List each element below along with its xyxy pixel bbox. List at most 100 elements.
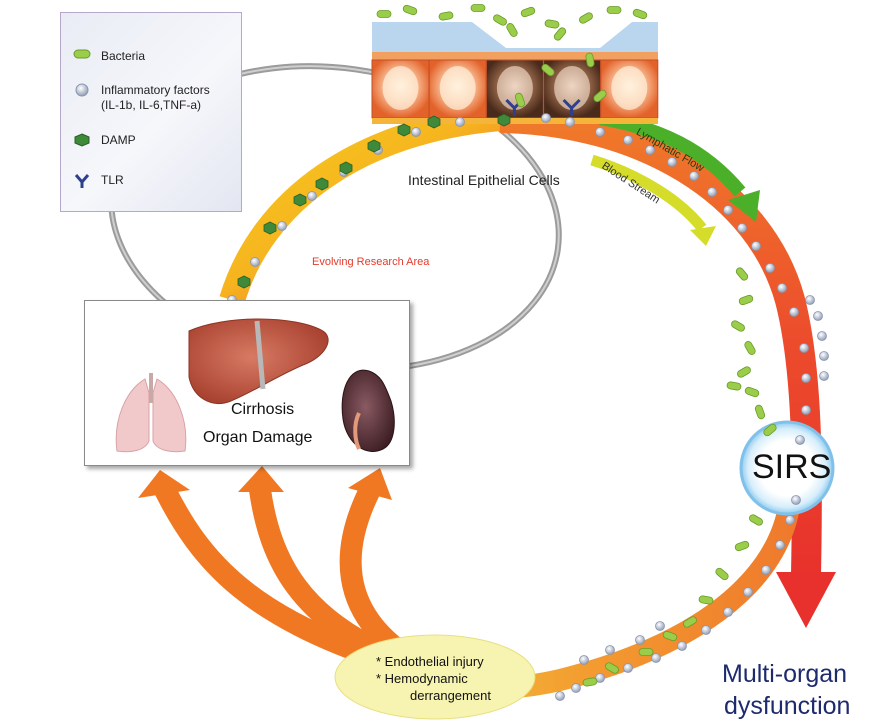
- legend-inflammatory-sublabel: (IL-1b, IL-6,TNF-a): [101, 98, 202, 112]
- inflammatory-factor-dot: [743, 587, 753, 597]
- inflammatory-factor-dot: [801, 405, 811, 415]
- inflammatory-factor-dot: [455, 117, 465, 127]
- inflammatory-factor-dot: [819, 371, 829, 381]
- cell-nucleus: [611, 66, 648, 110]
- inflammatory-factor-dot: [605, 645, 615, 655]
- endothelial-line2: * Hemodynamic: [376, 671, 468, 686]
- inflammatory-factor-dot: [411, 127, 421, 137]
- bacteria-particle: [438, 11, 454, 21]
- inflammatory-factor-dot: [595, 127, 605, 137]
- organ-damage-panel: Cirrhosis Organ Damage: [84, 300, 410, 466]
- blood-stream-arrowhead: [690, 226, 716, 246]
- inflammatory-factor-dot: [307, 191, 317, 201]
- bacteria-particle: [744, 341, 756, 355]
- inflammatory-factor-dot: [565, 117, 575, 127]
- damp-particle: [497, 113, 511, 127]
- bacteria-particle: [662, 630, 678, 642]
- intestinal-epithelium: [371, 22, 659, 124]
- bacteria-particle: [698, 595, 714, 605]
- organ-arrow-right: [339, 485, 412, 665]
- cell-nucleus: [496, 66, 533, 110]
- inflammatory-factor-dot: [777, 283, 787, 293]
- inflammatory-factor-dot: [677, 641, 687, 651]
- bacteria-particle: [506, 23, 518, 37]
- main-red-arrowhead: [776, 572, 836, 628]
- bacteria-particle: [738, 294, 754, 306]
- bacteria-particle: [735, 267, 749, 281]
- inflammatory-factor-dot: [723, 205, 733, 215]
- bacteria-particle: [544, 19, 560, 29]
- legend-damp-label: DAMP: [101, 133, 136, 147]
- inflammatory-factor-dot: [250, 257, 260, 267]
- bacteria-particle: [638, 648, 654, 656]
- bacteria-particle: [683, 616, 697, 628]
- organ-arrow-mid: [249, 488, 405, 671]
- inflammatory-factor-icon: [75, 83, 89, 97]
- inflammatory-factor-dot: [689, 171, 699, 181]
- inflammatory-factor-dot: [737, 223, 747, 233]
- legend-tlr-label: TLR: [101, 173, 124, 187]
- inflammatory-factor-dot: [785, 515, 795, 525]
- kidney-icon: [341, 369, 395, 452]
- cell-nucleus: [439, 66, 476, 110]
- bacteria-particle: [606, 6, 622, 14]
- endothelial-bubble: [334, 634, 536, 720]
- inflammatory-factor-dot: [541, 113, 551, 123]
- bacteria-particle: [754, 404, 766, 420]
- inflammatory-factor-dot: [651, 653, 661, 663]
- inflammatory-factor-dot: [623, 135, 633, 145]
- legend-bacteria-label: Bacteria: [101, 49, 146, 63]
- research-area-label: Evolving Research Area: [312, 256, 430, 268]
- inflammatory-factor-dot: [761, 565, 771, 575]
- bacteria-particle: [731, 320, 745, 332]
- organ-arrowhead-left: [138, 470, 190, 498]
- damp-particle: [237, 275, 251, 289]
- tlr-icon: [74, 174, 90, 188]
- inflammatory-factor-dot: [723, 607, 733, 617]
- inflammatory-factor-dot: [701, 625, 711, 635]
- outcome-line2: dysfunction: [724, 692, 851, 720]
- bacteria-particle: [493, 14, 507, 26]
- bacteria-particle: [541, 63, 555, 77]
- inflammatory-factor-dot: [635, 635, 645, 645]
- lungs-icon: [115, 373, 187, 453]
- inflammatory-factor-dot: [667, 157, 677, 167]
- damp-particle: [293, 193, 307, 207]
- inflammatory-factor-dot: [775, 540, 785, 550]
- organ-arrowhead-mid: [238, 466, 284, 492]
- damp-particle: [339, 161, 353, 175]
- endothelial-line1: * Endothelial injury: [376, 654, 484, 669]
- bacteria-particle: [585, 52, 595, 68]
- organ-label-cirrhosis: Cirrhosis: [231, 401, 295, 418]
- damp-particle: [263, 221, 277, 235]
- organ-arrow-left: [155, 485, 404, 676]
- bacteria-particle: [579, 12, 593, 24]
- inflammatory-factor-dot: [795, 435, 805, 445]
- inflammatory-factor-dot: [819, 351, 829, 361]
- inflammatory-factor-dot: [645, 145, 655, 155]
- inflammatory-factor-dot: [789, 307, 799, 317]
- cell-nucleus: [554, 66, 591, 110]
- inflammatory-factor-dot: [277, 221, 287, 231]
- damp-particle: [315, 177, 329, 191]
- inflammatory-factor-dot: [799, 343, 809, 353]
- blood-stream-arrow: [590, 154, 707, 232]
- organ-label-damage: Organ Damage: [203, 429, 313, 446]
- bacteria-particle: [632, 8, 648, 20]
- inflammatory-factor-dot: [555, 691, 565, 701]
- outcome-line1: Multi-organ: [722, 660, 848, 688]
- bacteria-particle: [734, 540, 750, 552]
- bacteria-particle: [376, 10, 392, 18]
- bacteria-particle: [514, 92, 526, 108]
- inflammatory-factor-dot: [655, 621, 665, 631]
- inflammatory-factor-dot: [707, 187, 717, 197]
- organ-arrowhead-right: [348, 468, 392, 500]
- liver-icon: [188, 318, 329, 404]
- damp-icon: [74, 133, 90, 147]
- bacteria-particle: [763, 423, 777, 437]
- bacteria-particle: [402, 4, 418, 16]
- damp-particle: [427, 115, 441, 129]
- sirs-circle: [739, 420, 835, 516]
- bacteria-particle: [553, 27, 567, 41]
- bacteria-particle: [749, 514, 763, 526]
